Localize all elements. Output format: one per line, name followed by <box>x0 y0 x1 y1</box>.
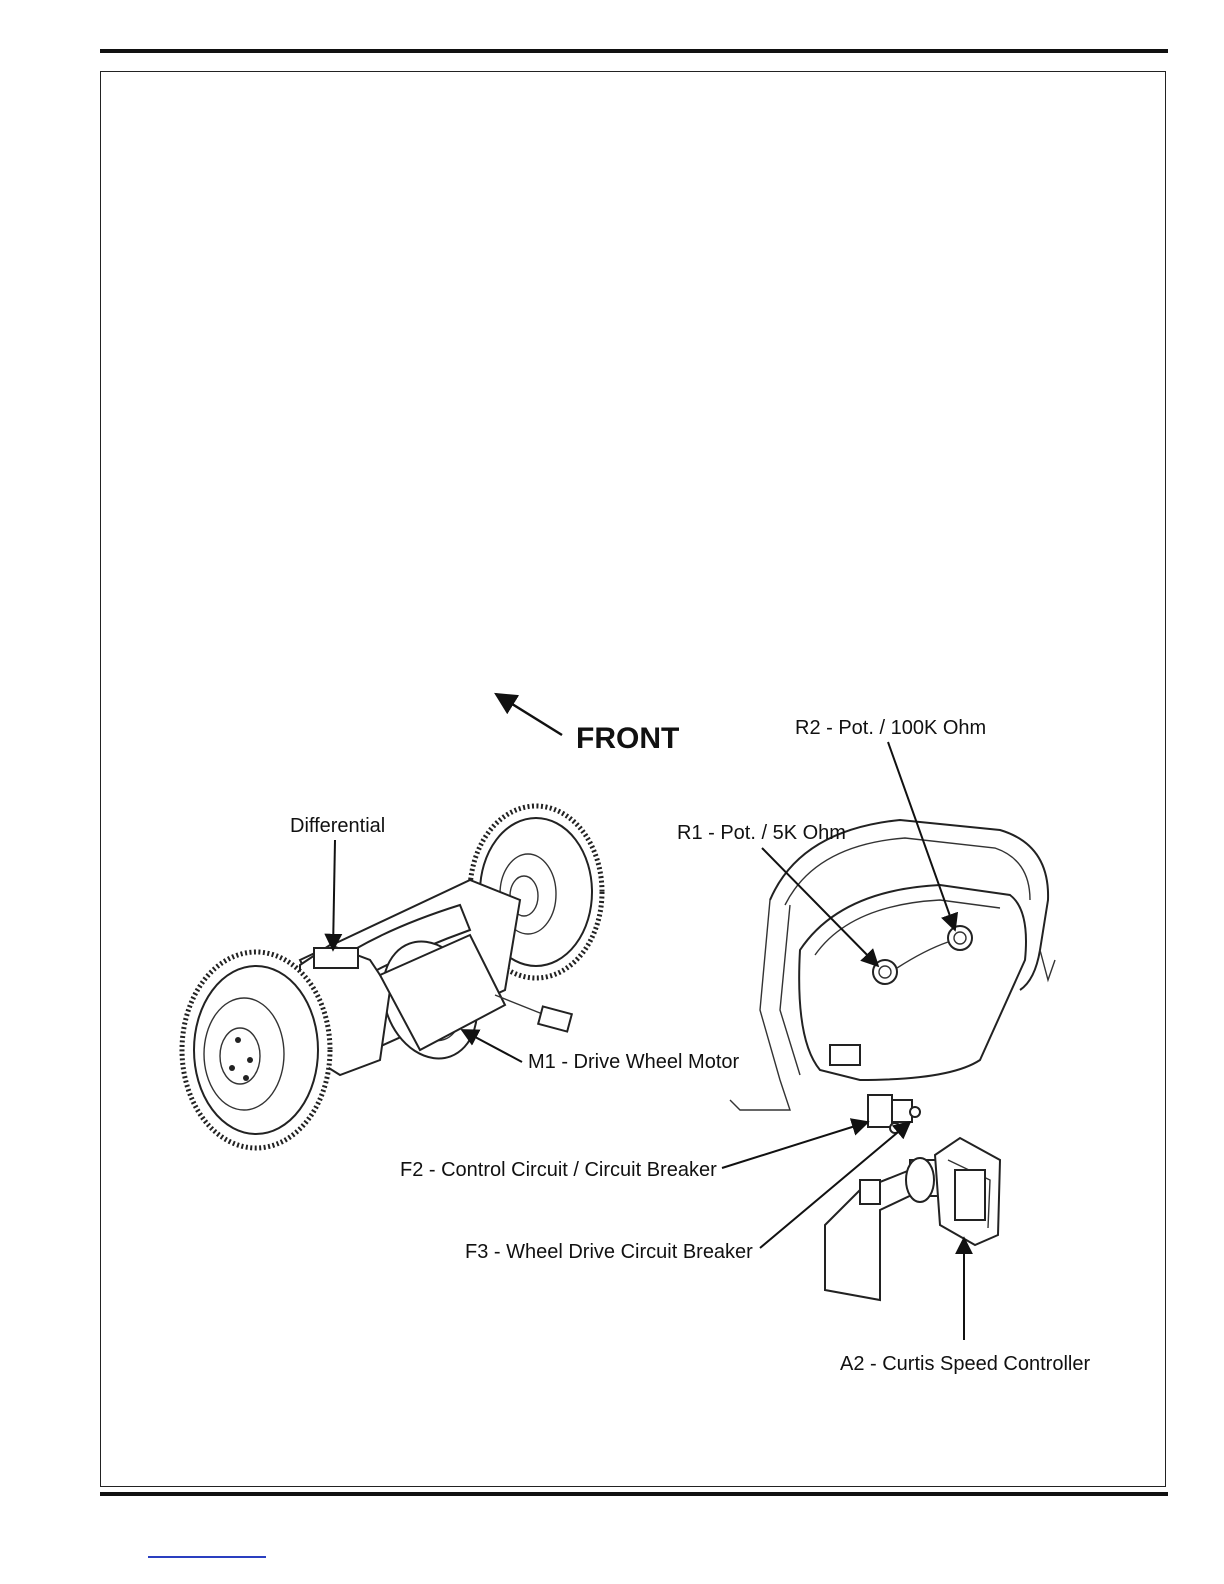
m1-label: M1 - Drive Wheel Motor <box>528 1051 739 1073</box>
m1-leader <box>462 1030 522 1062</box>
handle-control-panel <box>730 820 1055 1110</box>
f2-label: F2 - Control Circuit / Circuit Breaker <box>400 1159 717 1181</box>
front-label: FRONT <box>576 722 679 755</box>
differential-label: Differential <box>290 815 385 837</box>
speed-controller-assembly <box>825 1138 1000 1300</box>
differential-leader <box>333 840 335 950</box>
a2-label: A2 - Curtis Speed Controller <box>840 1353 1090 1375</box>
drive-axle-assembly <box>182 806 602 1148</box>
r2-label: R2 - Pot. / 100K Ohm <box>795 717 986 739</box>
front-arrow <box>496 694 562 735</box>
f3-label: F3 - Wheel Drive Circuit Breaker <box>465 1241 753 1263</box>
f2-leader <box>722 1122 868 1168</box>
circuit-breaker-bracket <box>868 1095 920 1133</box>
r1-label: R1 - Pot. / 5K Ohm <box>677 822 846 844</box>
